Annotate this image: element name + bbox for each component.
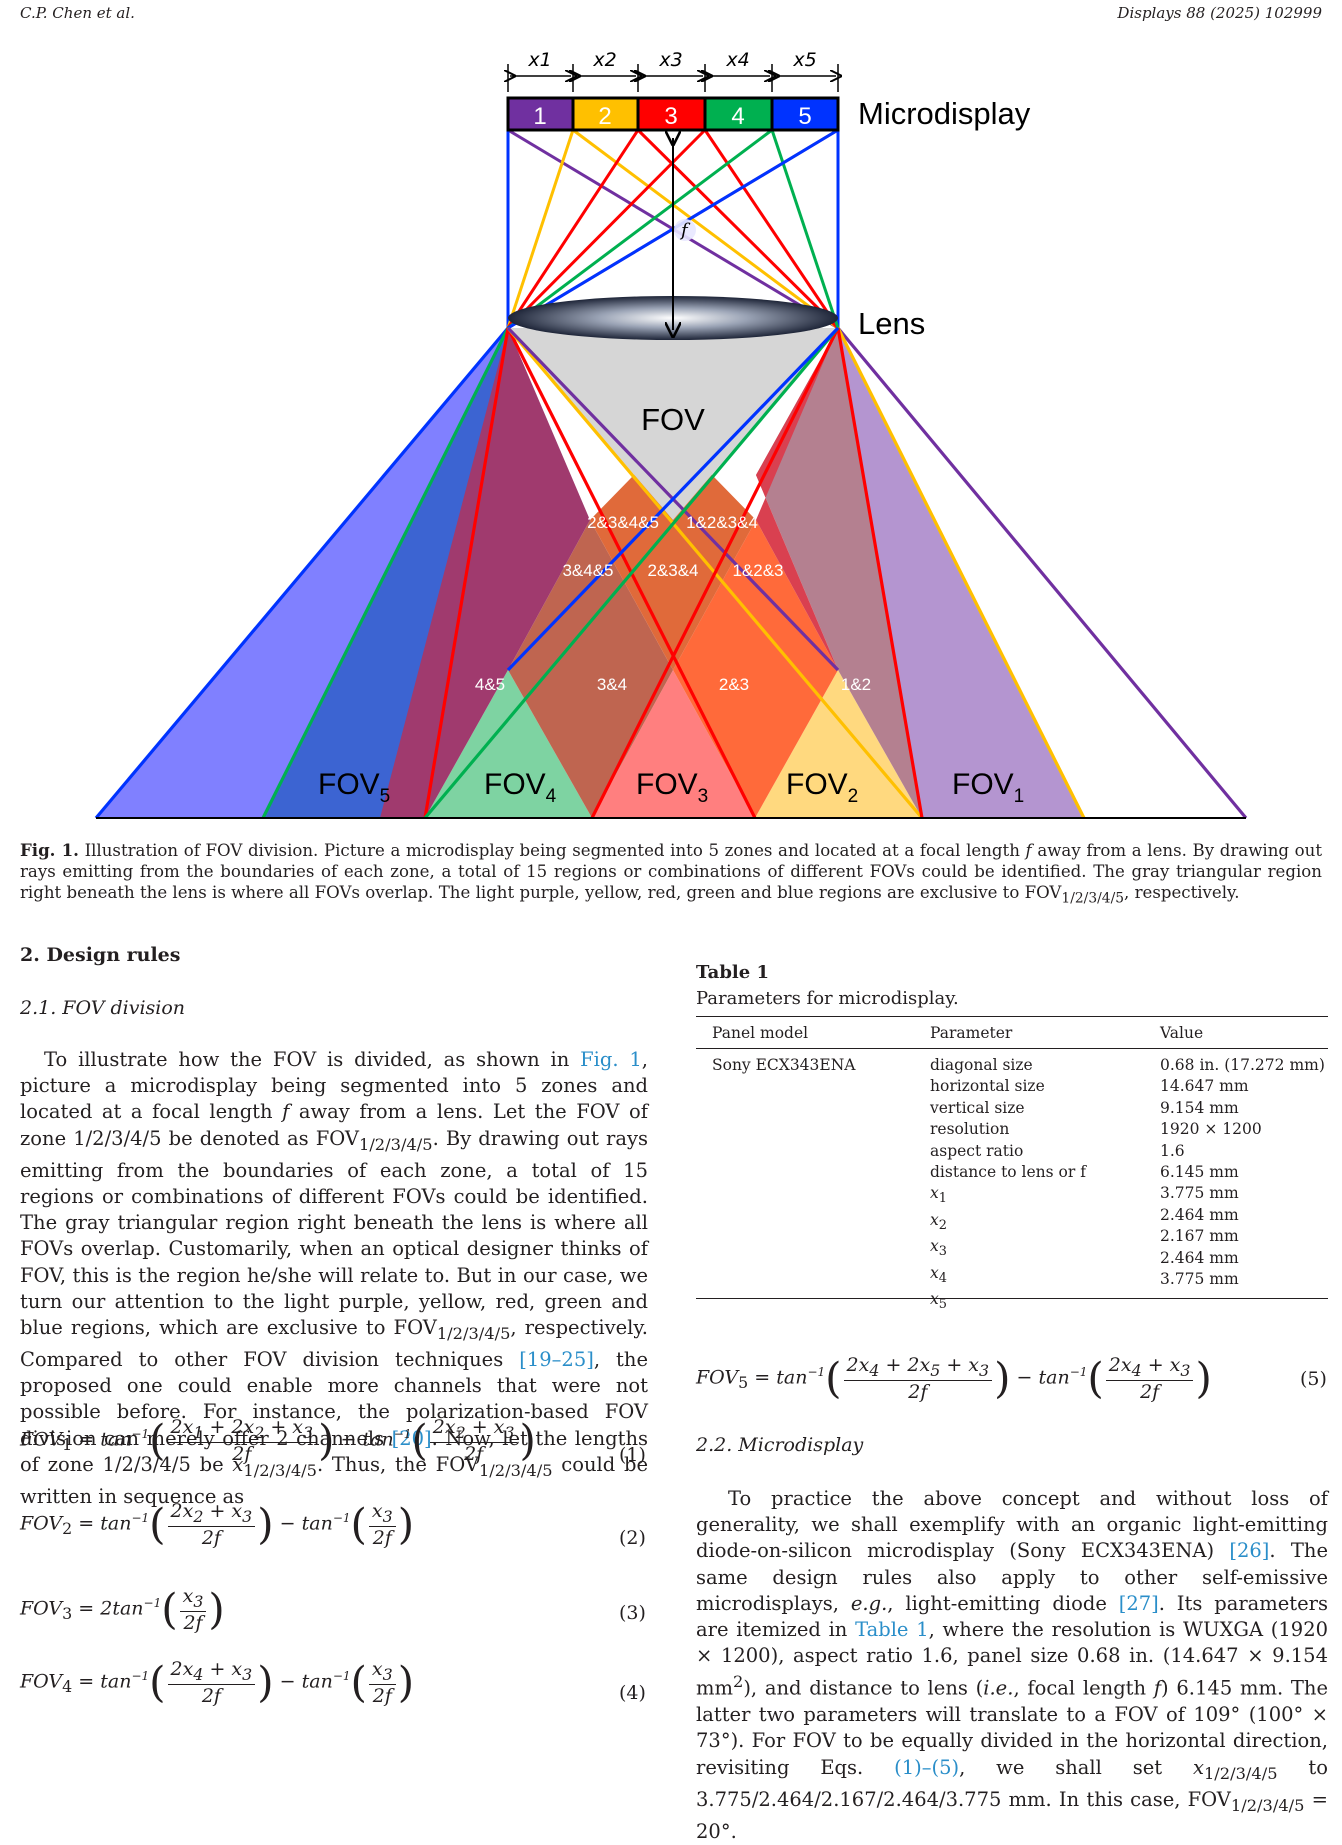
fov5-label: FOV5 [318, 768, 390, 807]
table-value-cell: 2.167 mm [1160, 1227, 1239, 1246]
section-heading: 2. Design rules [20, 944, 181, 966]
zone-dimensions [508, 64, 838, 92]
dim-label-x1: x1 [527, 49, 551, 71]
region-center [590, 435, 756, 670]
region-label-34: 3&4 [597, 675, 627, 694]
region-1-2 [756, 328, 922, 818]
table-value-cell: 2.464 mm [1160, 1248, 1239, 1267]
table-value-cell: 3.775 mm [1160, 1184, 1239, 1203]
dim-label-x3: x3 [658, 49, 682, 71]
figure-caption: Fig. 1. Illustration of FOV division. Pi… [20, 840, 1322, 907]
zone-label-4: 4 [731, 103, 744, 130]
dim-label-x2: x2 [592, 49, 616, 71]
ref-26-link[interactable]: [26] [1229, 1539, 1270, 1563]
region-3-4 [508, 520, 673, 818]
equation-5-number: (5) [1300, 1368, 1327, 1390]
zone-label-5: 5 [798, 103, 811, 130]
table-param-cell: diagonal size [930, 1056, 1033, 1074]
fov3-label: FOV3 [636, 768, 708, 807]
region-label-12: 1&2 [841, 675, 871, 694]
region-label-345: 3&4&5 [562, 561, 613, 580]
region-label-1234: 1&2&3&4 [686, 513, 758, 532]
subsection-heading-microdisplay: 2.2. Microdisplay [696, 1434, 864, 1456]
table-header-parameter: Parameter [930, 1024, 1013, 1042]
table-value-cell: 1920 × 1200 [1160, 1120, 1262, 1139]
table-param-cell: distance to lens or f [930, 1163, 1086, 1182]
ref-27-link[interactable]: [27] [1118, 1591, 1159, 1615]
ref-table1-link[interactable]: Table 1 [855, 1618, 929, 1642]
table-value-cell: 9.154 mm [1160, 1098, 1239, 1117]
zone-label-1: 1 [533, 103, 546, 130]
table-param-cell: x3 [930, 1237, 947, 1260]
region-label-45: 4&5 [475, 675, 505, 694]
region-label-2345: 2&3&4&5 [587, 513, 659, 532]
ref-eqs-link[interactable]: (1)–(5) [894, 1755, 960, 1779]
equation-1-number: (1) [619, 1444, 646, 1466]
table-title: Table 1 [696, 962, 770, 983]
equation-2-number: (2) [619, 1527, 646, 1549]
table-param-cell: horizontal size [930, 1077, 1045, 1096]
region-label-123: 1&2&3 [732, 561, 783, 580]
table-param-cell: vertical size [930, 1098, 1025, 1117]
table-param-cell: x1 [930, 1184, 947, 1207]
dim-label-x5: x5 [792, 49, 816, 71]
table-param-cell: x5 [930, 1290, 947, 1313]
subsection-heading-fov-division: 2.1. FOV division [20, 997, 186, 1019]
zone-label-2: 2 [598, 103, 611, 130]
fov4-label: FOV4 [484, 768, 557, 807]
fov-division-figure: f 1 2 3 4 5 x1 x2 x3 x4 x5 Microdisplay … [94, 49, 1248, 820]
table-value-cell: 3.775 mm [1160, 1270, 1239, 1289]
running-header-journal: Displays 88 (2025) 102999 [1117, 4, 1322, 22]
region-center-left [380, 328, 590, 818]
dim-label-x4: x4 [725, 49, 749, 71]
table-header-panel: Panel model [712, 1024, 809, 1042]
rays-bottom [94, 326, 1248, 820]
fov-label: FOV [641, 402, 705, 437]
table-value-column: 0.68 in. (17.272 mm) 14.647 mm 9.154 mm 192… [1160, 1055, 1325, 1290]
table-param-column: diagonal size horizontal size vertical siz… [930, 1055, 1086, 1316]
table-value-cell: 0.68 in. (17.272 mm) [1160, 1056, 1325, 1074]
ref-fig1-link[interactable]: Fig. 1 [580, 1048, 642, 1071]
lens-label: Lens [858, 306, 925, 341]
fov2-label: FOV2 [786, 768, 858, 807]
paragraph-microdisplay: To practice the above concept and withou… [696, 1487, 1329, 1843]
table-param-cell: aspect ratio [930, 1141, 1024, 1160]
table-value-cell: 2.464 mm [1160, 1205, 1239, 1224]
fov1-label: FOV1 [952, 768, 1024, 807]
microdisplay: 1 2 3 4 5 [506, 96, 840, 132]
region-fov2-exclusive [755, 670, 922, 818]
table-panel-model: Sony ECX343ENA [712, 1056, 856, 1074]
region-all-overlap [508, 328, 838, 520]
table-value-cell: 6.145 mm [1160, 1163, 1239, 1182]
region-fov4-exclusive [425, 670, 592, 818]
table-value-cell: 14.647 mm [1160, 1077, 1249, 1096]
region-fov3-exclusive [592, 670, 755, 818]
equation-4-number: (4) [619, 1682, 646, 1704]
zone-label-3: 3 [664, 103, 677, 130]
microdisplay-label: Microdisplay [858, 96, 1031, 131]
region-label-23: 2&3 [719, 675, 749, 694]
table-value-cell: 1.6 [1160, 1141, 1185, 1160]
table-param-cell: x4 [930, 1263, 947, 1287]
running-header-authors: C.P. Chen et al. [20, 4, 135, 22]
table-param-cell: resolution [930, 1120, 1010, 1139]
ref-19-25-link[interactable]: [19–25] [519, 1348, 594, 1372]
equation-3-number: (3) [619, 1602, 646, 1624]
paragraph-fov-division: To illustrate how the FOV is divided, as… [20, 1048, 649, 1508]
region-label-234: 2&3&4 [647, 561, 698, 580]
table-param-cell: x2 [930, 1210, 947, 1234]
table-caption: Parameters for microdisplay. [696, 988, 959, 1009]
region-2-3 [673, 520, 838, 818]
table-header-value: Value [1160, 1024, 1204, 1042]
ref-20-link[interactable]: [20] [391, 1426, 432, 1450]
